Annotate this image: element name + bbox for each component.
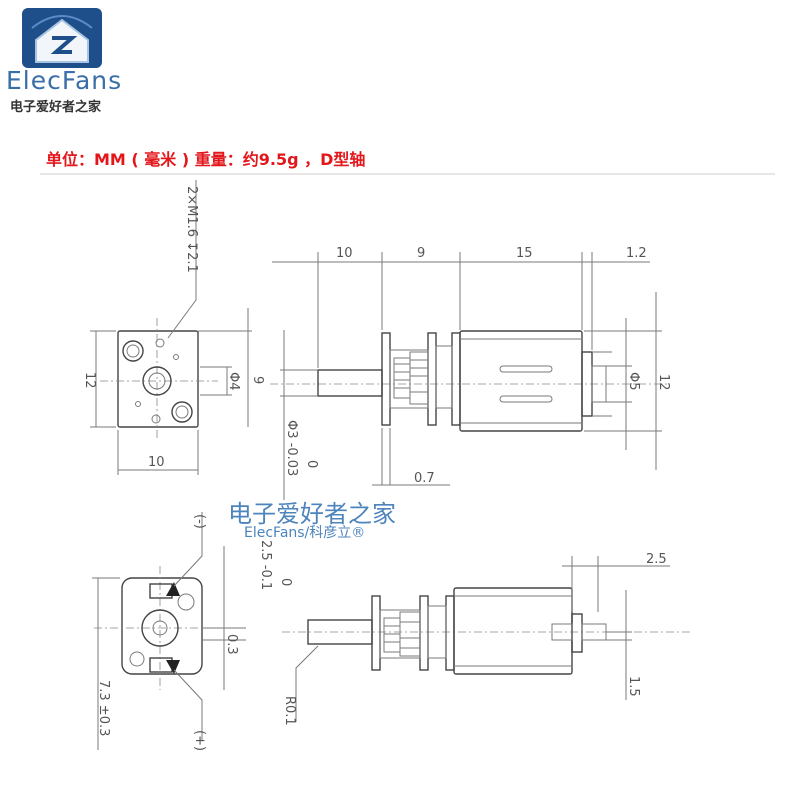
front-view <box>90 180 252 475</box>
shaft-dia-upper-label: 0 <box>304 460 319 468</box>
hole-dia-label: Φ4 <box>226 372 241 391</box>
center-height-label: 9 <box>250 376 265 384</box>
terminal-length-label: 2.5 <box>646 552 667 567</box>
offset-label: 0.3 <box>224 634 239 655</box>
side-view <box>270 252 670 500</box>
terminal-pos-label: 7.3 ±0.3 <box>96 680 111 736</box>
d-flat-upper-label: 0 <box>278 578 293 586</box>
watermark-en: ElecFans/科彦立® <box>244 525 366 541</box>
screw-note-label: 2×M1.6 ↧2.1 <box>184 186 199 273</box>
spec-line: 单位：MM ( 毫米 ) 重量：约9.5g ，D型轴 <box>46 150 366 169</box>
positive-terminal-label: (+) <box>192 730 207 751</box>
shaft-dia-label: Φ3 -0.03 <box>284 420 299 476</box>
cap-length-label: 1.2 <box>626 246 647 261</box>
gap-label: 0.7 <box>414 471 435 486</box>
gearbox-length-label: 9 <box>417 246 425 261</box>
d-flat-label: 2.5 -0.1 <box>258 540 273 590</box>
watermark-cn: 电子爱好者之家 <box>228 500 396 528</box>
boss-dia-label: Φ5 <box>626 372 641 391</box>
shaft-length-label: 10 <box>336 246 353 261</box>
negative-terminal-label: (-) <box>192 514 207 529</box>
rear-view <box>92 512 246 750</box>
motor-length-label: 15 <box>516 246 533 261</box>
side-view-bottom <box>282 556 690 722</box>
front-height-label: 12 <box>82 372 97 389</box>
header-divider <box>40 173 775 175</box>
terminal-offset-label: 1.5 <box>626 676 641 697</box>
radius-label: R0.1 <box>282 696 297 726</box>
front-width-label: 10 <box>148 455 165 470</box>
motor-height-label: 12 <box>656 374 671 391</box>
brand-name: ElecFans <box>6 66 123 95</box>
elecfans-logo-icon <box>22 8 102 68</box>
brand-subtitle: 电子爱好者之家 <box>10 100 102 115</box>
